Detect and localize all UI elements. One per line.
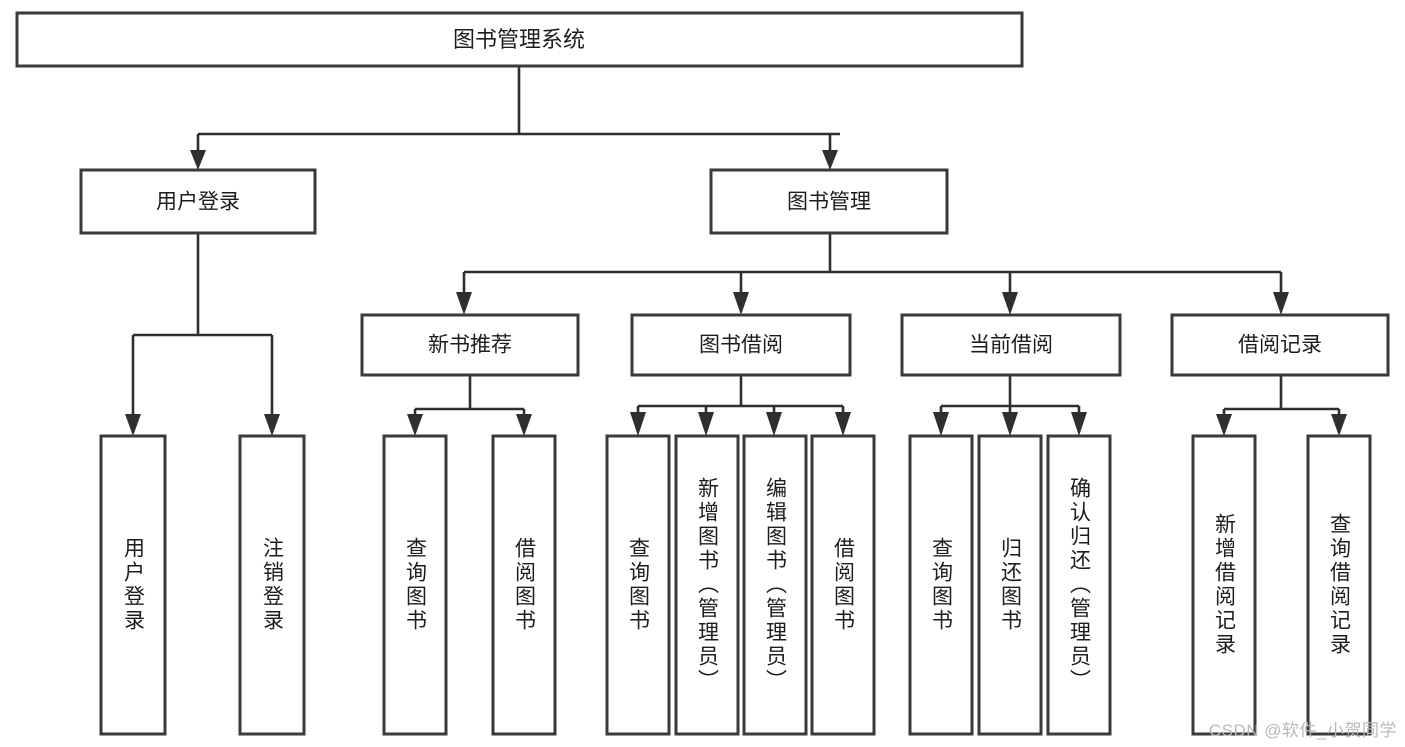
leaf-user-logout-box[interactable]: [238, 434, 306, 736]
arrow-head-leaf-add-record: [1216, 414, 1232, 436]
node-user-login-box[interactable]: [79, 168, 317, 235]
arrow-head-book-manage: [822, 150, 838, 170]
leaf-borrow-book-1-box[interactable]: [491, 434, 557, 736]
connectors-user-login-to-leaves: [125, 233, 280, 436]
arrow-head-leaf-query-book-2: [630, 412, 646, 436]
arrow-head-borrow-record: [1273, 292, 1289, 315]
arrow-head-leaf-return-book: [1002, 412, 1018, 436]
arrow-head-leaf-user-login: [125, 414, 141, 436]
leaf-user-login-box[interactable]: [99, 434, 167, 736]
leaf-boxes: [99, 434, 1372, 736]
node-root[interactable]: 图书管理系统: [15, 11, 1024, 68]
node-book-manage[interactable]: 图书管理: [709, 168, 949, 235]
node-book-manage-label: 图书管理: [787, 191, 871, 214]
node-new-book-recommend[interactable]: 新书推荐: [360, 313, 580, 377]
node-book-borrow[interactable]: 图书借阅: [630, 313, 852, 377]
node-borrow-record[interactable]: 借阅记录: [1170, 313, 1390, 377]
node-book-borrow-box[interactable]: [630, 313, 852, 377]
node-user-login-label: 用户登录: [156, 191, 240, 214]
arrow-head-leaf-user-logout: [264, 414, 280, 436]
arrow-head-leaf-edit-book: [766, 412, 782, 436]
node-root-label: 图书管理系统: [453, 27, 585, 52]
node-book-borrow-label: 图书借阅: [699, 334, 783, 357]
node-current-borrow-label: 当前借阅: [969, 334, 1053, 357]
arrow-head-new-book-recommend: [456, 292, 472, 315]
leaf-query-book-2-box[interactable]: [605, 434, 671, 736]
arrow-head-leaf-add-book: [698, 412, 714, 436]
leaf-add-record-box[interactable]: [1191, 434, 1257, 736]
node-current-borrow-box[interactable]: [900, 313, 1122, 377]
leaf-confirm-return-box[interactable]: [1046, 434, 1112, 736]
connectors-new-book-recommend-to-leaves: [407, 375, 532, 436]
leaf-query-book-1-box[interactable]: [382, 434, 448, 736]
node-borrow-record-box[interactable]: [1170, 313, 1390, 377]
leaf-add-book-box[interactable]: [674, 434, 740, 736]
node-new-book-recommend-box[interactable]: [360, 313, 580, 377]
connectors-borrow-record-to-leaves: [1216, 375, 1347, 436]
arrow-head-current-borrow: [1002, 292, 1018, 315]
arrow-head-leaf-confirm-return: [1071, 412, 1087, 436]
arrow-head-leaf-query-record: [1331, 414, 1347, 436]
connectors-current-borrow-to-leaves: [933, 375, 1087, 436]
connectors-root-to-level2: [190, 66, 840, 170]
node-book-manage-box[interactable]: [709, 168, 949, 235]
csdn-watermark: CSDN @软件_小贺同学: [1208, 721, 1397, 740]
arrow-head-leaf-query-book-1: [407, 414, 423, 436]
node-user-login[interactable]: 用户登录: [79, 168, 317, 235]
node-current-borrow[interactable]: 当前借阅: [900, 313, 1122, 377]
arrow-head-leaf-query-book-3: [933, 412, 949, 436]
leaf-edit-book-box[interactable]: [742, 434, 808, 736]
node-root-box[interactable]: [15, 11, 1024, 68]
node-borrow-record-label: 借阅记录: [1238, 334, 1322, 357]
leaf-return-book-box[interactable]: [977, 434, 1043, 736]
leaf-query-book-3-box[interactable]: [908, 434, 974, 736]
connectors-book-manage-to-level3: [456, 233, 1289, 315]
arrow-head-user-login: [190, 150, 206, 170]
connectors-book-borrow-to-leaves: [630, 375, 851, 436]
leaf-query-record-box[interactable]: [1306, 434, 1372, 736]
arrow-head-leaf-borrow-book-1: [516, 414, 532, 436]
arrow-head-leaf-borrow-book-2: [835, 412, 851, 436]
node-new-book-recommend-label: 新书推荐: [428, 334, 512, 357]
arrow-head-book-borrow: [733, 292, 749, 315]
leaf-borrow-book-2-box[interactable]: [810, 434, 876, 736]
